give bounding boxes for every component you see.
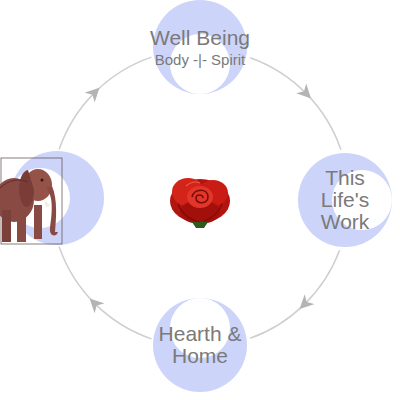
station-disc [298, 153, 392, 247]
station-title: Hearth & Home [158, 323, 242, 367]
rose-illustration [170, 178, 230, 228]
station-disc [153, 298, 247, 392]
cycle-station: This Life's Work [314, 167, 376, 233]
station-title: This Life's Work [314, 167, 376, 233]
station-subtitle: Body -|- Spirit [155, 52, 246, 68]
cycle-station: Hearth & Home [158, 323, 242, 367]
station-disc [10, 151, 104, 245]
cycle-arc [59, 247, 151, 339]
station-title: Well Being [150, 27, 250, 49]
elephant-illustration [0, 158, 62, 244]
cycle-station: Well BeingBody -|- Spirit [150, 27, 250, 68]
cycle-arc [59, 57, 151, 149]
cycle-arrow [250, 58, 341, 150]
cycle-arrow [250, 250, 339, 338]
